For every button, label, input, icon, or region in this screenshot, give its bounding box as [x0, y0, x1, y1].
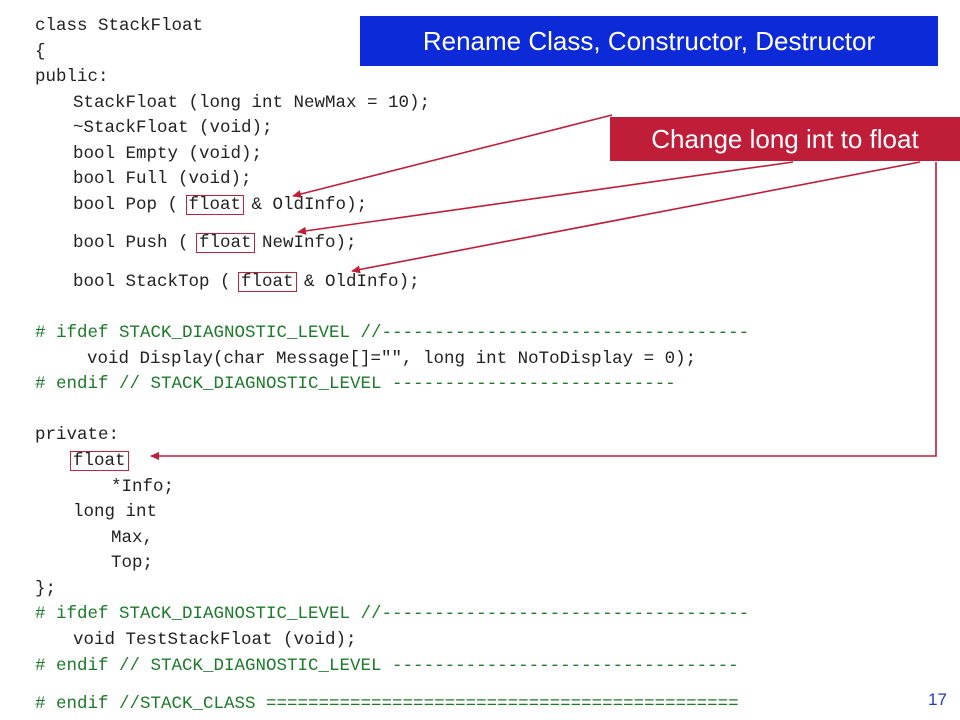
code-fragment: bool Push (	[73, 233, 200, 253]
code-fragment: NewInfo);	[251, 233, 357, 253]
highlighted-type-push: float	[196, 233, 255, 253]
code-line: {	[35, 42, 46, 62]
preprocessor-line: # ifdef STACK_DIAGNOSTIC_LEVEL //-------…	[35, 323, 750, 343]
code-line: public:	[35, 67, 109, 87]
code-fragment: & OldInfo);	[241, 195, 368, 215]
preprocessor-line: # endif // STACK_DIAGNOSTIC_LEVEL ------…	[35, 656, 739, 676]
arrow-to-pop-param	[292, 114, 613, 198]
test-declaration: void TestStackFloat (void);	[73, 630, 357, 650]
display-declaration: void Display(char Message[]="", long int…	[87, 349, 697, 369]
preprocessor-line: # ifdef STACK_DIAGNOSTIC_LEVEL //-------…	[35, 604, 750, 624]
arrow-to-push-param	[297, 161, 794, 235]
code-line: };	[35, 579, 57, 599]
preprocessor-line: # endif //STACK_CLASS ==================…	[35, 694, 739, 714]
code-fragment: bool Pop (	[73, 195, 189, 215]
banner-rename-class: Rename Class, Constructor, Destructor	[360, 16, 938, 66]
code-fragment: & OldInfo);	[293, 272, 420, 292]
pop-declaration: bool Pop ( float & OldInfo);	[73, 194, 367, 216]
highlighted-type-pop: float	[185, 195, 245, 215]
code-line: Top;	[111, 553, 154, 573]
code-line: class StackFloat	[35, 16, 204, 36]
arrow-to-info-type	[150, 162, 937, 460]
code-fragment: bool StackTop (	[73, 272, 242, 292]
highlighted-type-info: float	[70, 451, 129, 471]
constructor-declaration: StackFloat (long int NewMax = 10);	[73, 93, 431, 113]
info-type-line: float	[70, 450, 129, 472]
push-declaration: bool Push ( float NewInfo);	[73, 232, 357, 254]
code-line: long int	[73, 502, 158, 522]
highlighted-type-stacktop: float	[238, 272, 297, 292]
destructor-declaration: ~StackFloat (void);	[73, 118, 273, 138]
code-line: Max,	[111, 528, 154, 548]
banner-change-type: Change long int to float	[610, 117, 960, 161]
code-line: bool Full (void);	[73, 169, 252, 189]
code-line: private:	[35, 425, 120, 445]
page-number: 17	[928, 690, 947, 709]
preprocessor-line: # endif // STACK_DIAGNOSTIC_LEVEL ------…	[35, 374, 676, 394]
stacktop-declaration: bool StackTop ( float & OldInfo);	[73, 271, 420, 293]
code-line: bool Empty (void);	[73, 144, 263, 164]
code-line: *Info;	[111, 477, 175, 497]
arrow-to-stacktop-param	[351, 161, 921, 274]
